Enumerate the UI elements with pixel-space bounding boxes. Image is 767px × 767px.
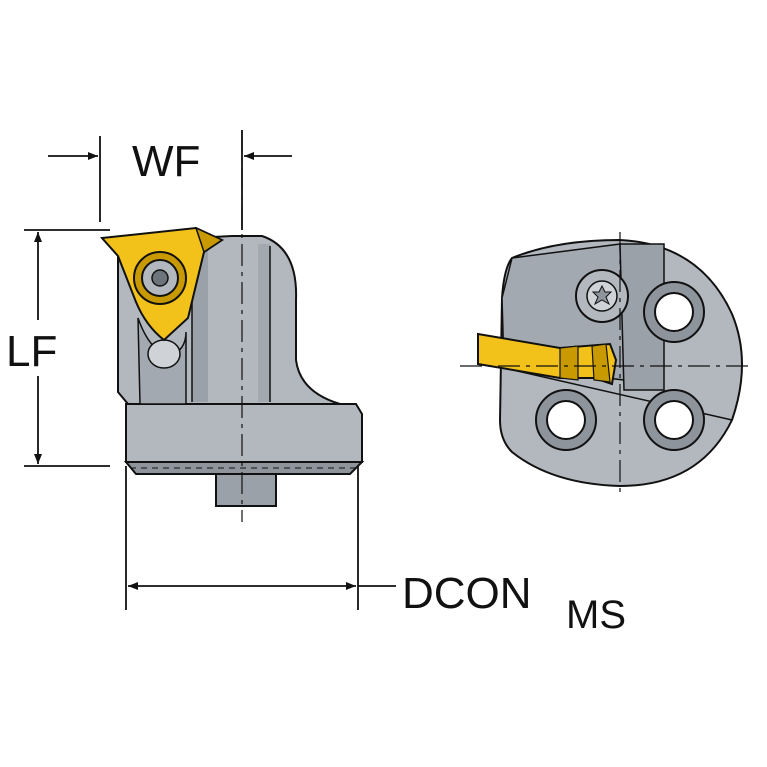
lf-label: LF: [6, 327, 57, 376]
bolt-hole-icon: [643, 281, 705, 343]
bolt-hole-icon: [643, 389, 705, 451]
dimensions: [24, 130, 396, 610]
torx-screw-icon: [575, 269, 629, 323]
body-shade: [258, 244, 270, 402]
side-view: [99, 130, 365, 522]
flange-base: [125, 403, 363, 463]
bolt-hole-icon: [535, 389, 597, 451]
coupling-spigot: [215, 473, 277, 507]
dcon-label: DCON: [402, 569, 532, 618]
wf-label: WF: [132, 137, 200, 186]
torx-screw-icon: [133, 251, 187, 305]
end-view: [460, 232, 752, 496]
dcon-subscript: MS: [566, 593, 626, 637]
